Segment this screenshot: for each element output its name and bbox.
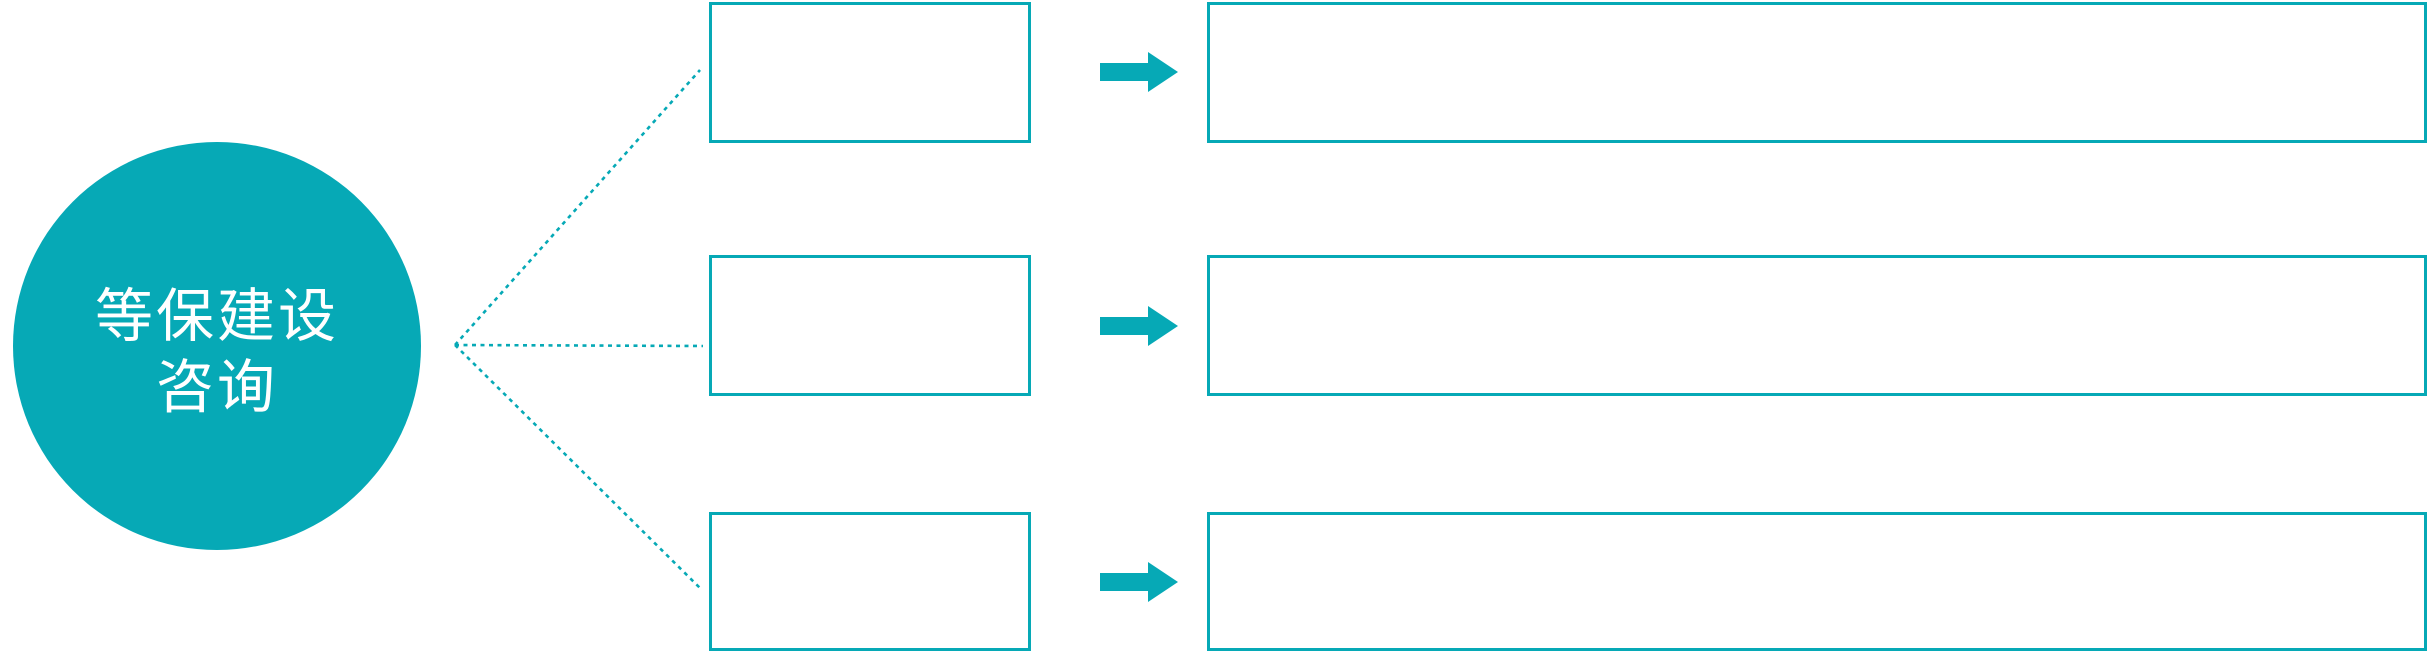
connector-dotted-line-bottom bbox=[454, 344, 703, 591]
hub-label-line1: 等保建设 bbox=[94, 284, 339, 350]
hub-label-line2: 咨询 bbox=[155, 355, 278, 420]
detail-box-2 bbox=[1207, 255, 2427, 396]
step-box-2 bbox=[709, 255, 1031, 396]
hub-circle: 等保建设 咨询 bbox=[13, 142, 421, 550]
hub-label: 等保建设 咨询 bbox=[95, 268, 339, 424]
connector-dotted-line-middle bbox=[454, 343, 704, 348]
detail-box-1 bbox=[1207, 2, 2427, 143]
arrow-right-icon bbox=[1100, 306, 1178, 346]
step-box-1 bbox=[709, 2, 1031, 143]
arrow-right-icon bbox=[1100, 52, 1178, 92]
connector-dotted-line-top bbox=[454, 69, 701, 346]
arrow-right-icon bbox=[1100, 562, 1178, 602]
detail-box-3 bbox=[1207, 512, 2427, 651]
step-box-3 bbox=[709, 512, 1031, 651]
